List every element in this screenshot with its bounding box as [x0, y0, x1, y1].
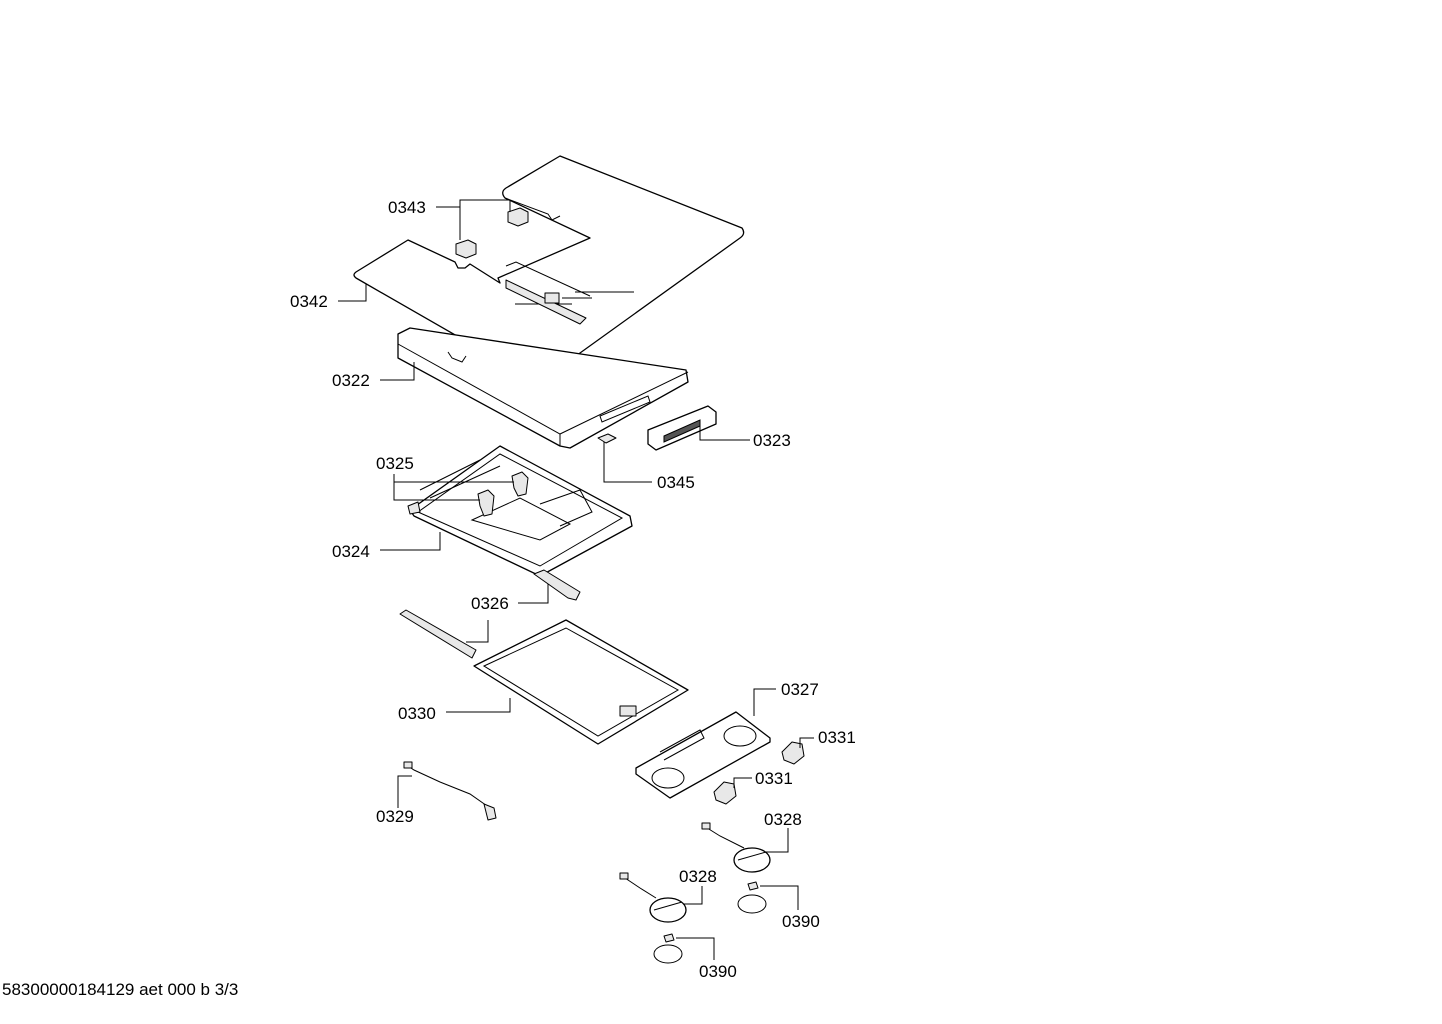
label-0330: 0330	[398, 704, 436, 723]
part-0327-control-panel	[635, 711, 771, 799]
label-0328-lower: 0328	[679, 867, 717, 886]
label-0329: 0329	[376, 807, 414, 826]
label-0390-upper: 0390	[782, 912, 820, 931]
label-0390-lower: 0390	[699, 962, 737, 981]
part-0326-rails	[399, 569, 581, 659]
part-0390-rings	[653, 881, 767, 964]
label-0322: 0322	[332, 371, 370, 390]
label-0331-upper: 0331	[818, 728, 856, 747]
label-0331-lower: 0331	[755, 769, 793, 788]
part-0325-hooks	[477, 471, 529, 517]
part-0329-cable	[403, 761, 497, 821]
label-0325: 0325	[376, 454, 414, 473]
part-0331-switch-caps	[713, 741, 805, 805]
label-0323: 0323	[753, 431, 791, 450]
label-0345: 0345	[657, 473, 695, 492]
part-labels: 0343 0342 0322 0323 0345 0325 0324 0326 …	[290, 198, 856, 981]
label-0328-upper: 0328	[764, 810, 802, 829]
label-0343: 0343	[388, 198, 426, 217]
leader-lines	[338, 199, 814, 960]
part-0323-control-module	[647, 405, 717, 451]
label-0326: 0326	[471, 594, 509, 613]
label-0324: 0324	[332, 542, 370, 561]
label-0342: 0342	[290, 292, 328, 311]
part-0343-clips	[455, 207, 529, 259]
label-0327: 0327	[781, 680, 819, 699]
part-0330-grease-filter	[473, 619, 689, 745]
part-0342-cover-plate	[353, 155, 745, 380]
document-footer-code: 58300000184129 aet 000 b 3/3	[2, 980, 239, 999]
part-0324-frame	[407, 445, 633, 577]
part-0322-housing	[397, 327, 689, 449]
part-0345	[597, 433, 617, 444]
part-0328-knobs	[619, 822, 771, 923]
